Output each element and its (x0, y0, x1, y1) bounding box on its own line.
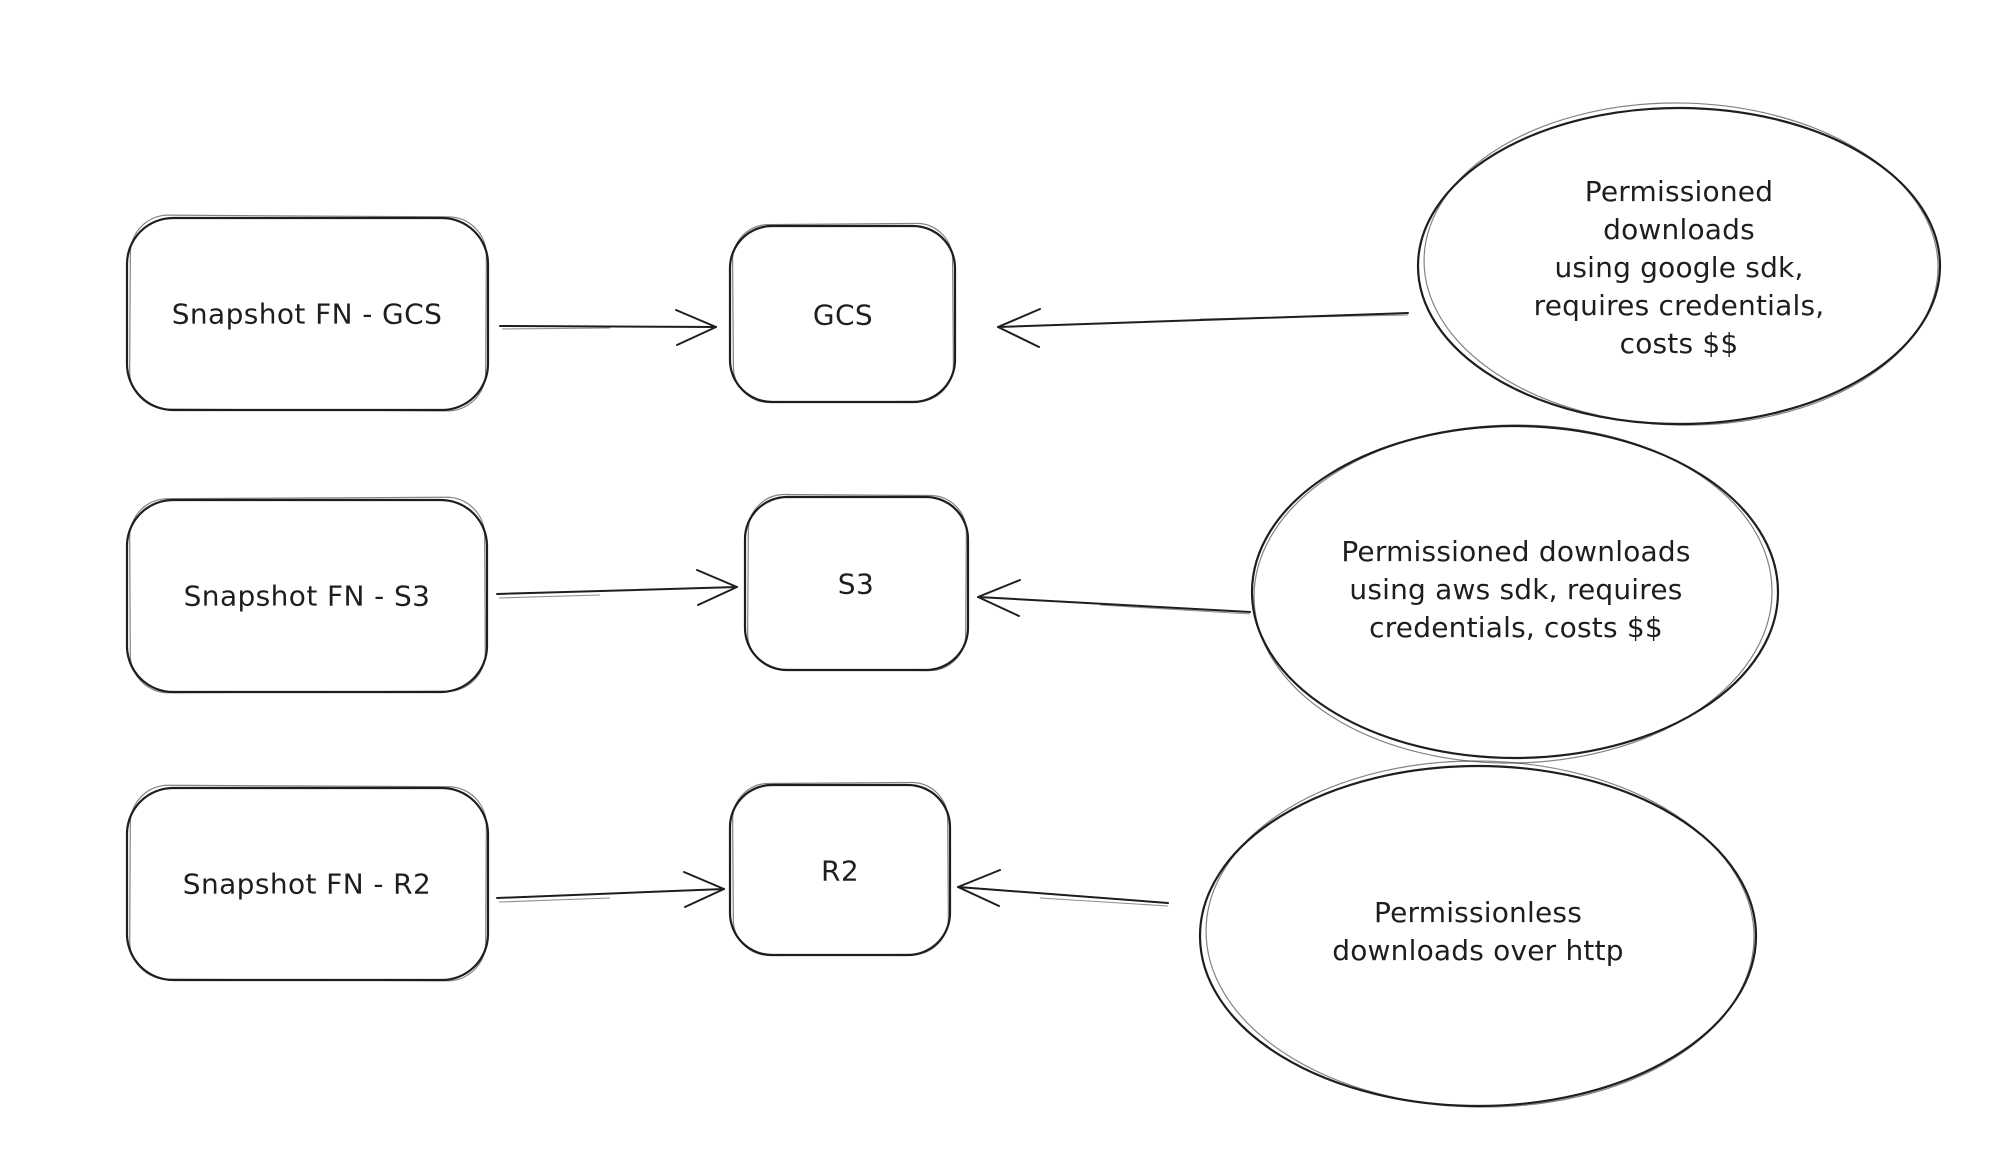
arrow-snapshot-to-s3 (496, 569, 738, 606)
r2-node-shape (728, 781, 952, 957)
gcs-node-shape (728, 222, 957, 404)
s3-node-shape (743, 493, 970, 672)
arrow-snapshot-to-gcs (499, 309, 717, 346)
arrow-s3-note-to-s3 (977, 579, 1251, 617)
snapshot-fn-s3-node-shape (125, 496, 489, 694)
s3-note-ellipse-shape (1250, 424, 1780, 764)
snapshot-fn-r2-node-shape (125, 784, 490, 982)
arrow-snapshot-to-r2 (496, 871, 725, 908)
arrow-r2-note-to-r2 (957, 869, 1169, 907)
r2-note-ellipse-shape (1198, 760, 1758, 1108)
arrow-gcs-note-to-gcs (997, 308, 1409, 348)
gcs-note-ellipse-shape (1416, 102, 1942, 426)
snapshot-fn-gcs-node-shape (125, 214, 490, 412)
